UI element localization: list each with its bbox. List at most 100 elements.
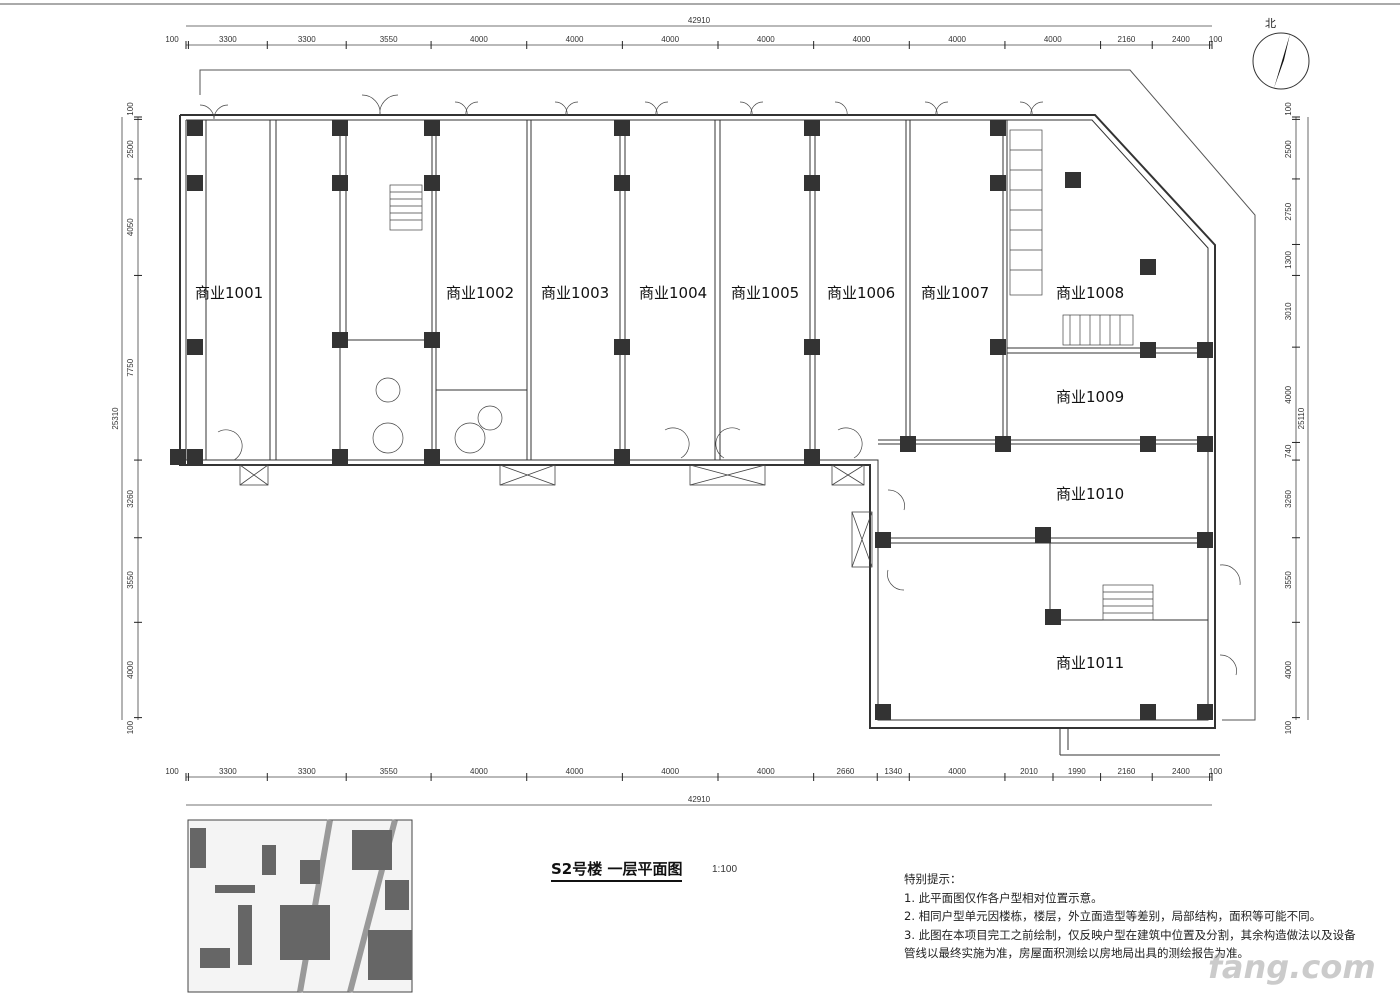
column bbox=[1065, 172, 1081, 188]
dimension-label: 4000 bbox=[948, 35, 966, 44]
dimension-label: 100 bbox=[1284, 102, 1293, 116]
room-label-1009: 商业1009 bbox=[1056, 388, 1124, 406]
dimension-total-label: 25110 bbox=[1297, 407, 1306, 429]
notes-heading: 特别提示： bbox=[904, 872, 962, 886]
column bbox=[990, 120, 1006, 136]
dimension-label: 4000 bbox=[1284, 385, 1293, 403]
column bbox=[900, 436, 916, 452]
staircases bbox=[389, 129, 1154, 621]
dimension-label: 4000 bbox=[853, 35, 871, 44]
column bbox=[1140, 704, 1156, 720]
dimension-label: 100 bbox=[126, 102, 135, 116]
column bbox=[990, 175, 1006, 191]
dimension-total-label: 42910 bbox=[688, 795, 711, 804]
dimension-label: 3550 bbox=[380, 767, 398, 776]
dimension-label: 3260 bbox=[1284, 489, 1293, 507]
column bbox=[424, 332, 440, 348]
column bbox=[187, 339, 203, 355]
dimension-total-label: 25310 bbox=[111, 407, 120, 430]
drawing-title: S2号楼 一层平面图 bbox=[551, 858, 683, 882]
column bbox=[332, 332, 348, 348]
column bbox=[614, 175, 630, 191]
room-label-1003: 商业1003 bbox=[541, 284, 609, 302]
room-label-1011: 商业1011 bbox=[1056, 654, 1124, 672]
column bbox=[614, 449, 630, 465]
dimension-label: 4000 bbox=[661, 767, 679, 776]
dimension-label: 3300 bbox=[219, 767, 237, 776]
dimension-label: 740 bbox=[1284, 444, 1293, 458]
dimension-label: 4000 bbox=[757, 767, 775, 776]
dimension-label: 4000 bbox=[661, 35, 679, 44]
dimension-label: 100 bbox=[165, 35, 179, 44]
dimension-label: 3300 bbox=[298, 767, 316, 776]
dimension-label: 4000 bbox=[757, 35, 775, 44]
dimension-label: 2500 bbox=[126, 140, 135, 158]
column bbox=[995, 436, 1011, 452]
column bbox=[804, 339, 820, 355]
note-item: 1. 此平面图仅作各户型相对位置示意。 bbox=[904, 890, 1103, 905]
column bbox=[1197, 436, 1213, 452]
dimension-label: 100 bbox=[1284, 720, 1293, 734]
dimension-label: 2400 bbox=[1172, 767, 1190, 776]
watermark-logo: fang.com bbox=[1208, 948, 1376, 986]
dimension-label: 4000 bbox=[1044, 35, 1062, 44]
structural-columns bbox=[170, 120, 1213, 720]
room-label-1006: 商业1006 bbox=[827, 284, 895, 302]
column bbox=[990, 339, 1006, 355]
room-label-1002: 商业1002 bbox=[446, 284, 514, 302]
drawing-scale: 1:100 bbox=[712, 864, 738, 875]
note-item: 3. 此图在本项目完工之前绘制，仅反映户型在建筑中位置及分割，其余构造做法以及设… bbox=[904, 927, 1356, 961]
column bbox=[1140, 259, 1156, 275]
column bbox=[332, 175, 348, 191]
doors bbox=[199, 94, 1241, 676]
dimension-label: 2400 bbox=[1172, 35, 1190, 44]
dimension-label: 4000 bbox=[948, 767, 966, 776]
dimension-label: 3260 bbox=[126, 489, 135, 507]
column bbox=[614, 339, 630, 355]
column bbox=[1140, 342, 1156, 358]
dimension-label: 7750 bbox=[126, 358, 135, 376]
dimension-label: 2010 bbox=[1020, 767, 1038, 776]
room-label-1010: 商业1010 bbox=[1056, 485, 1124, 503]
column bbox=[424, 449, 440, 465]
dimension-label: 3550 bbox=[380, 35, 398, 44]
dimension-label: 1340 bbox=[884, 767, 902, 776]
column bbox=[1140, 436, 1156, 452]
column bbox=[170, 449, 186, 465]
dimension-total-label: 42910 bbox=[688, 16, 711, 25]
column bbox=[875, 532, 891, 548]
shafts bbox=[239, 464, 873, 568]
column bbox=[804, 120, 820, 136]
special-notes: 特别提示： 1. 此平面图仅作各户型相对位置示意。 2. 相同户型单元因楼栋，楼… bbox=[904, 870, 1364, 963]
dimension-label: 4000 bbox=[566, 35, 584, 44]
dimension-label: 4000 bbox=[470, 767, 488, 776]
dimension-label: 4000 bbox=[470, 35, 488, 44]
dimension-label: 100 bbox=[126, 720, 135, 734]
room-label-1004: 商业1004 bbox=[639, 284, 707, 302]
dimension-label: 3300 bbox=[298, 35, 316, 44]
dimension-label: 3550 bbox=[1284, 571, 1293, 589]
north-label: 北 bbox=[1265, 17, 1276, 30]
dimension-label: 100 bbox=[1209, 767, 1223, 776]
dimension-label: 100 bbox=[165, 767, 179, 776]
note-item: 2. 相同户型单元因楼栋，楼层，外立面造型等差别，局部结构，面积等可能不同。 bbox=[904, 909, 1322, 923]
column bbox=[1197, 704, 1213, 720]
dimension-label: 4000 bbox=[126, 661, 135, 679]
dimension-label: 3550 bbox=[126, 571, 135, 589]
column bbox=[1197, 342, 1213, 358]
column bbox=[187, 175, 203, 191]
dimension-label: 2160 bbox=[1118, 767, 1136, 776]
room-label-1007: 商业1007 bbox=[921, 284, 989, 302]
dimension-label: 100 bbox=[1209, 35, 1223, 44]
dimension-label: 1990 bbox=[1068, 767, 1086, 776]
column bbox=[614, 120, 630, 136]
dimension-label: 4050 bbox=[126, 218, 135, 236]
column bbox=[1045, 609, 1061, 625]
dimension-label: 3010 bbox=[1284, 302, 1293, 320]
column bbox=[187, 449, 203, 465]
dimension-label: 2660 bbox=[837, 767, 855, 776]
dimension-label: 4000 bbox=[1284, 661, 1293, 679]
column bbox=[1035, 527, 1051, 543]
site-key-map bbox=[187, 819, 413, 993]
